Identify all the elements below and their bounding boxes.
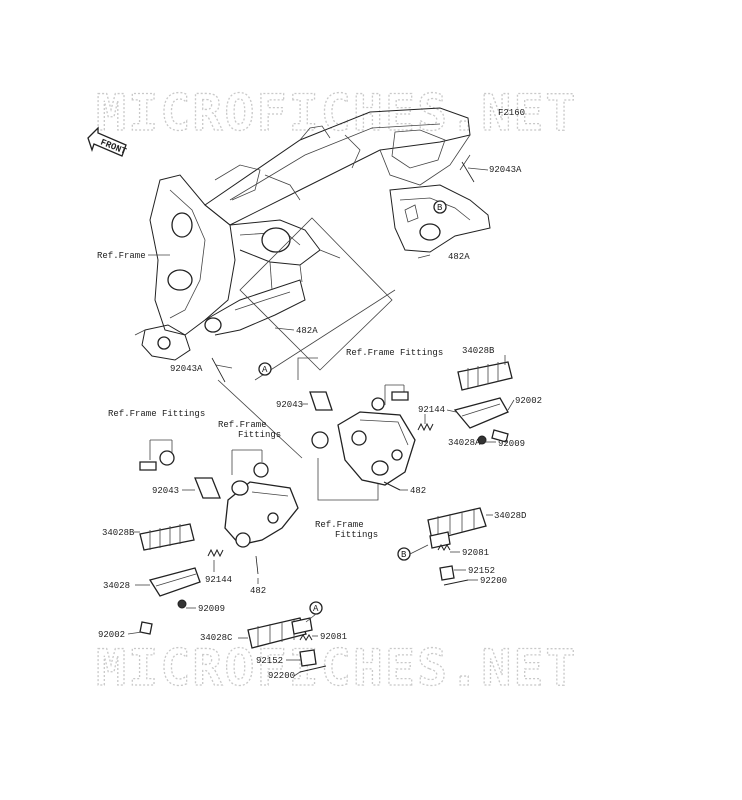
svg-text:B: B <box>401 550 407 560</box>
label-92200-right: 92200 <box>480 576 507 586</box>
label-92043-left: 92043 <box>152 486 179 496</box>
label-ref-frame-fittings-left: Ref.Frame Fittings <box>108 409 205 419</box>
label-92002-left: 92002 <box>98 630 125 640</box>
label-34028a: 34028A <box>448 438 481 448</box>
watermark-bottom: MICROFICHES.NET <box>96 639 578 697</box>
label-92009-right: 92009 <box>498 439 525 449</box>
label-92200-bottom: 92200 <box>268 671 295 681</box>
main-frame-drawing <box>134 107 491 361</box>
label-ref-frame-fittings-center: Ref.Frame Fittings <box>346 348 443 358</box>
label-ref-frame-mid-line2: Fittings <box>238 430 281 440</box>
label-ref-frame-bottom-line2: Fittings <box>335 530 378 540</box>
label-34028: 34028 <box>103 581 130 591</box>
label-92002-right: 92002 <box>515 396 542 406</box>
label-92144-center: 92144 <box>418 405 445 415</box>
label-92009-left: 92009 <box>198 604 225 614</box>
passenger-footpeg-right <box>427 507 493 586</box>
svg-text:B: B <box>437 203 443 213</box>
label-92043a-left: 92043A <box>170 364 203 374</box>
figure-code: F2160 <box>498 108 525 118</box>
leader-lines <box>148 154 489 501</box>
label-34028b-left: 34028B <box>102 528 135 538</box>
label-92043a-top: 92043A <box>489 165 522 175</box>
left-leader-lines <box>127 489 259 635</box>
label-482-left: 482 <box>250 586 266 596</box>
svg-text:A: A <box>262 365 268 375</box>
label-34028b-right: 34028B <box>462 346 495 356</box>
right-leader-lines <box>297 355 515 491</box>
label-34028c: 34028C <box>200 633 233 643</box>
label-92081-bottom: 92081 <box>320 632 347 642</box>
label-482-center: 482 <box>410 486 426 496</box>
callout-a-top: A <box>258 362 272 376</box>
watermark-top: MICROFICHES.NET <box>96 84 578 142</box>
left-footpeg-assembly <box>139 450 299 635</box>
label-92152-right: 92152 <box>468 566 495 576</box>
label-92081-right: 92081 <box>462 548 489 558</box>
pin-92043a-top <box>461 161 475 183</box>
right-footpeg-assembly <box>309 361 513 491</box>
label-482a-mid: 482A <box>296 326 318 336</box>
label-ref-frame-mid-line1: Ref.Frame <box>218 420 267 430</box>
callout-b-lower: B <box>397 544 429 561</box>
callout-b-top: B <box>433 200 447 214</box>
svg-text:A: A <box>313 604 319 614</box>
label-34028d: 34028D <box>494 511 526 521</box>
pin-92043a-left <box>211 357 226 383</box>
label-ref-frame-bottom-line1: Ref.Frame <box>315 520 364 530</box>
label-482a-right: 482A <box>448 252 470 262</box>
passenger-footpeg-left <box>238 617 327 677</box>
callout-a-lower: A <box>305 601 323 623</box>
part-labels: 92043A 482A Ref.Frame 482A 92043A Ref.Fr… <box>97 165 542 681</box>
label-92152-bottom: 92152 <box>256 656 283 666</box>
label-ref-frame: Ref.Frame <box>97 251 146 261</box>
label-92043-center: 92043 <box>276 400 303 410</box>
label-92144-left: 92144 <box>205 575 232 585</box>
